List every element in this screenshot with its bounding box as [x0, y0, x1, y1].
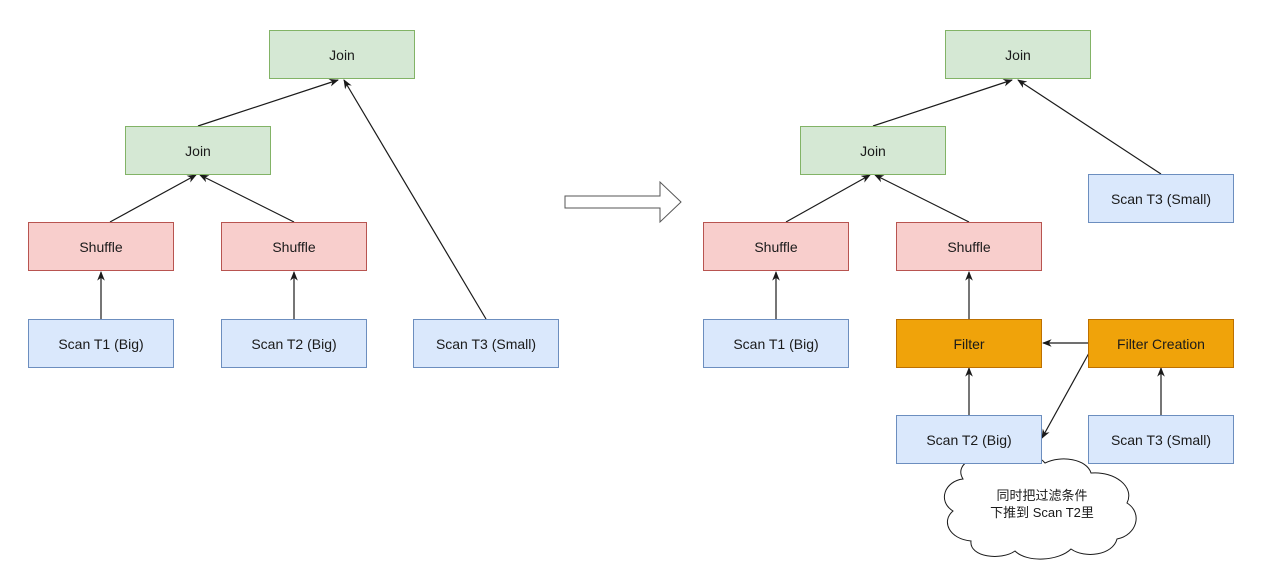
right-scan-t1: Scan T1 (Big): [703, 319, 849, 368]
left-join-top: Join: [269, 30, 415, 79]
edge-right-scan-t3-to-join: [1017, 79, 1162, 175]
right-join-mid: Join: [800, 126, 946, 175]
edge-right-shuffle2-to-join: [874, 174, 970, 223]
left-scan-t2: Scan T2 (Big): [221, 319, 367, 368]
edge-right-join-to-join: [872, 79, 1013, 127]
edge-left-shuffle2-to-join: [199, 174, 295, 223]
right-filter: Filter: [896, 319, 1042, 368]
right-scan-t3-bottom: Scan T3 (Small): [1088, 415, 1234, 464]
right-shuffle-1: Shuffle: [703, 222, 849, 271]
right-filter-creation: Filter Creation: [1088, 319, 1234, 368]
callout-line-2: 下推到 Scan T2里: [990, 505, 1094, 520]
edge-left-shuffle1-to-join: [109, 174, 197, 223]
edge-right-filtercreation-to-scan-t2: [1041, 352, 1090, 439]
edge-right-shuffle1-to-join: [785, 174, 871, 223]
callout-line-1: 同时把过滤条件: [996, 488, 1088, 503]
edge-left-join-to-join: [197, 79, 339, 127]
left-shuffle-2: Shuffle: [221, 222, 367, 271]
left-scan-t3: Scan T3 (Small): [413, 319, 559, 368]
right-scan-t3-top: Scan T3 (Small): [1088, 174, 1234, 223]
right-join-top: Join: [945, 30, 1091, 79]
edge-left-scan-t3-to-join: [343, 79, 487, 320]
right-scan-t2: Scan T2 (Big): [896, 415, 1042, 464]
left-shuffle-1: Shuffle: [28, 222, 174, 271]
callout-text: 同时把过滤条件 下推到 Scan T2里: [947, 487, 1137, 521]
transform-arrow: [564, 180, 682, 224]
left-scan-t1: Scan T1 (Big): [28, 319, 174, 368]
right-shuffle-2: Shuffle: [896, 222, 1042, 271]
left-join-mid: Join: [125, 126, 271, 175]
